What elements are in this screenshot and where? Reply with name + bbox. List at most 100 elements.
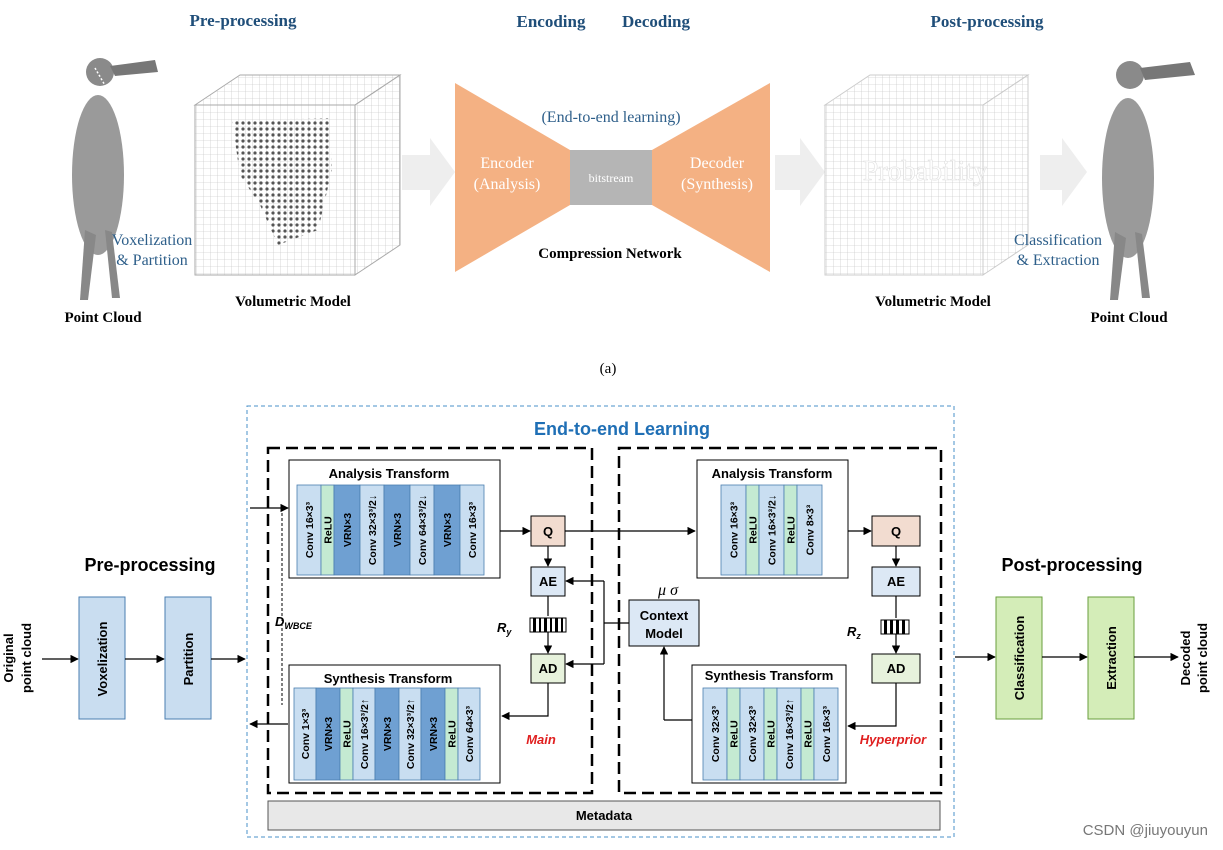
layer-block	[776, 687, 802, 781]
watermark: CSDN @jiuyouyun	[1083, 822, 1208, 839]
ad-box-hyper	[871, 653, 921, 684]
ae-hyper-label: AE	[887, 574, 905, 589]
context-model-line1: Context	[640, 608, 689, 623]
layer-block	[409, 484, 435, 576]
hyper-analysis-transform-title: Analysis Transform	[712, 466, 833, 481]
extraction-box-label: Extraction	[1104, 626, 1119, 690]
layer-label: ReLU	[447, 720, 459, 747]
extraction-box	[1087, 596, 1135, 720]
q-box-hyper	[871, 515, 921, 547]
main-branch-frame	[266, 446, 594, 795]
partition-box-label: Partition	[181, 633, 196, 686]
original-label-line2: point cloud	[19, 623, 34, 693]
q-main-label: Q	[543, 524, 553, 539]
point-cloud-right-label: Point Cloud	[1090, 310, 1168, 326]
voxelization-box-label: Voxelization	[95, 622, 110, 697]
stage-encoding-label: Encoding	[517, 12, 586, 31]
main-analysis-layers: Conv 16×3³ ReLU VRN×3 Conv 32×3³/2↓ VRN×3 Con…	[296, 484, 485, 576]
bitstream-icon-hyper	[880, 619, 910, 635]
encoder-shape	[455, 83, 570, 272]
layer-label: Conv 16×3³	[729, 501, 741, 558]
post-processing-title: Post-processing	[1001, 555, 1142, 575]
layer-label: ReLU	[323, 516, 335, 543]
volumetric-cube-right	[823, 74, 1030, 276]
decoder-label-line2: (Synthesis)	[681, 176, 753, 193]
layer-label: Conv 32×3³	[747, 705, 759, 762]
metadata-box	[267, 800, 941, 831]
decoder-label-line1: Decoder	[690, 155, 745, 172]
end-to-end-learning-frame	[246, 405, 955, 838]
layer-label: Conv 64×3³/2↓	[417, 495, 429, 565]
volumetric-model-left-label: Volumetric Model	[235, 294, 351, 310]
volumetric-cube-left	[193, 74, 402, 276]
decoded-label-line1: Decoded	[1178, 630, 1193, 685]
bitstream-label: bitstream	[589, 171, 634, 185]
layer-label: Conv 8×3³	[805, 504, 817, 555]
layer-label: Conv 16×3³/2↑	[784, 699, 796, 769]
layer-label: Conv 32×3³	[710, 705, 722, 762]
voxelization-label-line1: Voxelization	[112, 232, 193, 249]
end-to-end-learning-title: End-to-end Learning	[534, 419, 710, 439]
layer-block	[796, 484, 823, 576]
layer-label: Conv 16×3³	[467, 501, 479, 558]
hyperprior-branch-frame	[617, 446, 943, 795]
layer-label: VRN×3	[428, 717, 440, 751]
layer-label: VRN×3	[442, 513, 454, 547]
stage-preprocessing-label: Pre-processing	[189, 11, 297, 30]
rz-label: Rz	[847, 624, 861, 641]
layer-block	[296, 484, 322, 576]
metadata-label: Metadata	[576, 808, 633, 823]
flow-arrow-1	[402, 138, 455, 206]
layer-label: Conv 16×3³/2↓	[767, 495, 779, 565]
hyper-synthesis-transform-title: Synthesis Transform	[705, 668, 834, 683]
layer-block	[459, 484, 485, 576]
layer-label: ReLU	[748, 516, 760, 543]
layer-label: Conv 32×3³/2↓	[367, 495, 379, 565]
q-hyper-label: Q	[891, 524, 901, 539]
layer-block	[383, 484, 411, 576]
layer-label: VRN×3	[382, 717, 394, 751]
hyperprior-label: Hyperprior	[860, 732, 927, 747]
dwbce-label: DWBCE	[275, 614, 313, 631]
context-model-line2: Model	[645, 626, 683, 641]
voxelization-box	[78, 596, 126, 720]
classification-label-line2: & Extraction	[1016, 252, 1099, 269]
hyper-analysis-layers: Conv 16×3³ ReLU Conv 16×3³/2↓ ReLU Conv 8×3³	[720, 484, 823, 576]
partition-box	[164, 596, 212, 720]
bitstream-icon-main	[529, 617, 567, 633]
layer-label: VRN×3	[342, 513, 354, 547]
ae-main-label: AE	[539, 574, 557, 589]
main-label: Main	[526, 732, 556, 747]
ad-box-main	[530, 653, 566, 684]
layer-label: Conv 64×3³	[464, 705, 476, 762]
ad-main-label: AD	[539, 661, 558, 676]
layer-label: VRN×3	[323, 717, 335, 751]
layer-label: ReLU	[342, 720, 354, 747]
layer-label: Conv 32×3³/2↑	[405, 699, 417, 769]
compression-network-label: Compression Network	[538, 246, 682, 262]
layer-label: ReLU	[729, 720, 741, 747]
layer-label: ReLU	[786, 516, 798, 543]
volumetric-model-right-label: Volumetric Model	[875, 294, 991, 310]
layer-label: Conv 16×3³	[821, 705, 833, 762]
classification-label-line1: Classification	[1014, 232, 1102, 249]
layer-label: Conv 16×3³/2↑	[359, 699, 371, 769]
layer-block	[359, 484, 385, 576]
stage-decoding-label: Decoding	[622, 12, 691, 31]
layer-label: Conv 16×3³	[304, 501, 316, 558]
flow-arrow-3	[1040, 138, 1087, 206]
point-cloud-left-label: Point Cloud	[64, 310, 142, 326]
decoded-label-line2: point cloud	[1195, 623, 1210, 693]
layer-block	[333, 484, 361, 576]
encoder-label-line1: Encoder	[480, 155, 534, 172]
encoder-label-line2: (Analysis)	[474, 176, 541, 193]
voxelization-label-line2: & Partition	[116, 252, 188, 269]
classification-box	[995, 596, 1043, 720]
end-to-end-learning-label: (End-to-end learning)	[541, 109, 680, 126]
classification-box-label: Classification	[1012, 616, 1027, 701]
decoder-shape	[652, 83, 770, 272]
layer-block	[457, 687, 481, 781]
